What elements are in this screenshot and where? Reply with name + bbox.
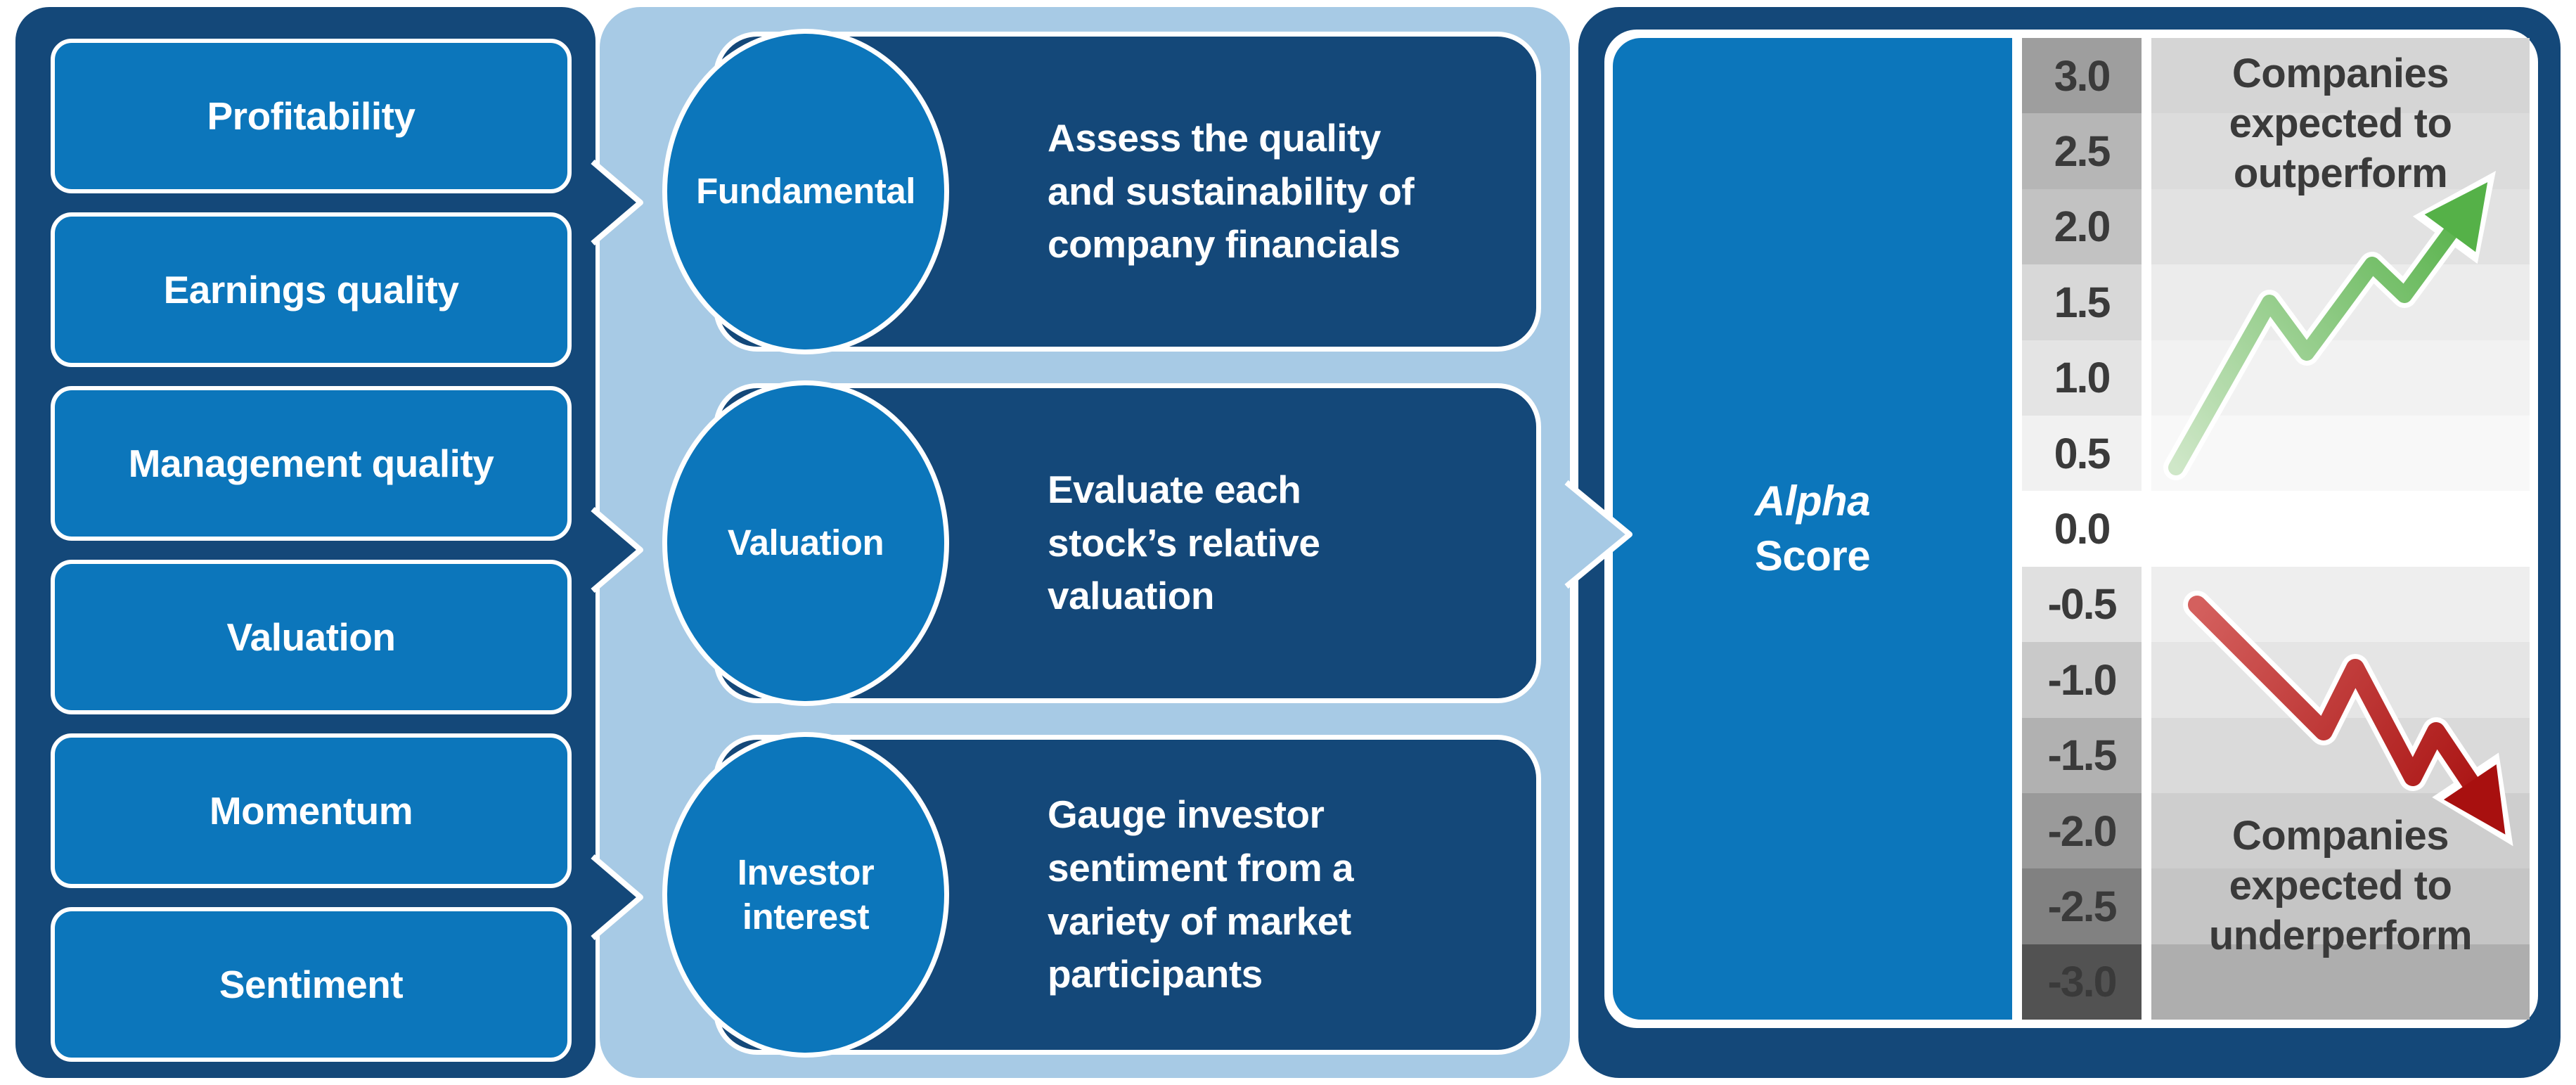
alpha-score-label: Score: [1754, 532, 1871, 579]
alpha-scale-value: -0.5: [2047, 580, 2117, 629]
alpha-scale-value: -1.0: [2047, 655, 2117, 704]
performance-band-cell: [2151, 264, 2530, 340]
pillar-circle-label: Investor interest: [737, 852, 875, 937]
factor-label: Profitability: [207, 94, 416, 138]
alpha-scale-cell: -2.5: [2022, 868, 2142, 944]
pillar-description: Gauge investor sentiment from a variety …: [1048, 792, 1354, 996]
pillars-list: Assess the quality and sustainability of…: [650, 29, 1541, 1058]
factor-label: Earnings quality: [163, 268, 459, 312]
alpha-scale-value: 2.0: [2054, 203, 2111, 251]
factor-box: Earnings quality: [51, 212, 572, 367]
alpha-scale-cell: 1.0: [2022, 340, 2142, 416]
underperform-label: Companies expected to underperform: [2208, 813, 2473, 958]
pillar-description: Assess the quality and sustainability of…: [1048, 115, 1415, 267]
pillar-row: Gauge investor sentiment from a variety …: [650, 732, 1541, 1058]
pillar-circle: Investor interest: [662, 732, 949, 1058]
performance-band-cell: [2151, 868, 2530, 944]
alpha-scale-value: 2.5: [2054, 127, 2111, 176]
pillar-row: Assess the quality and sustainability of…: [650, 29, 1541, 354]
factor-box: Profitability: [51, 39, 572, 193]
performance-band-column: Companies expected to outperform Compani…: [2151, 38, 2530, 1020]
alpha-scale-value: -2.0: [2047, 807, 2117, 855]
alpha-scale-value: 3.0: [2054, 51, 2111, 100]
alpha-scale-cell: -2.0: [2022, 792, 2142, 869]
performance-band-cell: [2151, 491, 2530, 567]
pillar-circle: Valuation: [662, 380, 949, 706]
factor-label: Management quality: [128, 442, 494, 485]
alpha-score-box: Alpha Score: [1613, 38, 2012, 1020]
alpha-scale-value: 1.5: [2054, 278, 2111, 326]
alpha-scale-cell: 1.5: [2022, 264, 2142, 340]
performance-band-cell: [2151, 38, 2530, 114]
alpha-scale-cell: 3.0: [2022, 38, 2142, 114]
alpha-score-label-italic: Alpha: [1754, 477, 1871, 525]
factor-box: Management quality: [51, 386, 572, 541]
factor-box: Momentum: [51, 733, 572, 888]
factor-label: Sentiment: [219, 963, 404, 1006]
alpha-scale-cell: 2.0: [2022, 188, 2142, 265]
alpha-scale-cell: -3.0: [2022, 944, 2142, 1020]
alpha-scale-value: -3.0: [2047, 958, 2117, 1006]
factor-box: Sentiment: [51, 907, 572, 1062]
alpha-scale-value: 1.0: [2054, 354, 2111, 402]
pillar-circle-label: Fundamental: [696, 171, 915, 212]
factors-panel: Profitability Earnings quality Managemen…: [15, 7, 595, 1078]
alpha-scale-cell: 0.0: [2022, 491, 2142, 567]
alpha-panel: Alpha Score 3.0 2.5 2.0: [1578, 7, 2561, 1078]
alpha-scale-value: 0.0: [2054, 505, 2111, 553]
pillar-circle: Fundamental: [662, 29, 949, 354]
performance-band-cell: [2151, 415, 2530, 492]
performance-band-cell: [2151, 717, 2530, 793]
alpha-scale-column: 3.0 2.5 2.0 1.5 1.0: [2022, 38, 2142, 1020]
alpha-scale-cell: 2.5: [2022, 113, 2142, 189]
factor-box: Valuation: [51, 560, 572, 714]
factor-label: Momentum: [209, 789, 413, 833]
performance-band-cell: [2151, 642, 2530, 718]
alpha-score-table: Alpha Score 3.0 2.5 2.0: [1604, 30, 2538, 1028]
alpha-scale-cell: -1.0: [2022, 642, 2142, 718]
pillar-circle-label: Valuation: [727, 522, 884, 563]
pillar-row: Evaluate each stock’s relative valuation…: [650, 380, 1541, 706]
factors-list: Profitability Earnings quality Managemen…: [51, 39, 572, 1062]
alpha-scale-value: -1.5: [2047, 731, 2117, 780]
alpha-scale-cell: 0.5: [2022, 415, 2142, 492]
outperform-label: Companies expected to outperform: [2229, 51, 2452, 196]
performance-band-cell: [2151, 340, 2530, 416]
factor-label: Valuation: [226, 615, 397, 659]
performance-band-cell: [2151, 944, 2530, 1020]
pillar-description: Evaluate each stock’s relative valuation: [1048, 467, 1320, 618]
alpha-scale-value: 0.5: [2054, 429, 2111, 477]
performance-band-cell: [2151, 566, 2530, 643]
performance-band-cell: [2151, 188, 2530, 265]
alpha-scale-cell: -0.5: [2022, 566, 2142, 643]
alpha-scale-cell: -1.5: [2022, 717, 2142, 793]
alpha-scale-value: -2.5: [2047, 882, 2117, 930]
